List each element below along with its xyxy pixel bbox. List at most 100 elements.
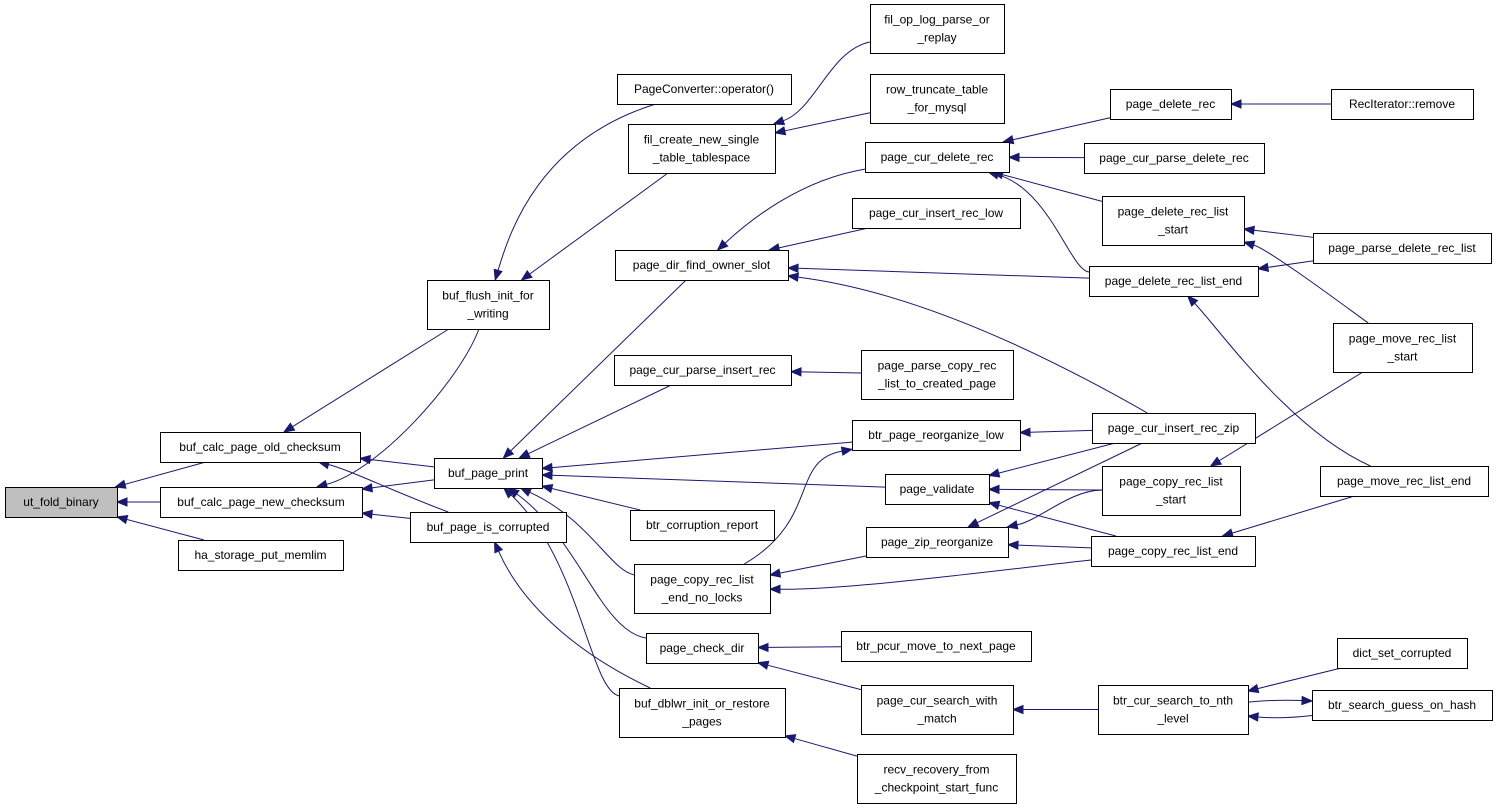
edge-buf_page_is_corrupted-to-buf_calc_page_old_checksum bbox=[328, 463, 449, 513]
node-box[interactable] bbox=[5, 487, 118, 518]
node-box[interactable] bbox=[852, 198, 1021, 229]
edge-page_dir_find_owner_slot-to-buf_page_print bbox=[510, 279, 687, 452]
node-dict-set-corrupted[interactable]: dict_set_corrupted bbox=[1337, 638, 1468, 669]
node-page-copy-rec-list-end[interactable]: page_copy_rec_list_end bbox=[1091, 536, 1256, 567]
node-page-validate[interactable]: page_validate bbox=[885, 474, 990, 505]
node-page-parse-delete-rec-list[interactable]: page_parse_delete_rec_list bbox=[1313, 233, 1492, 264]
arrowhead bbox=[987, 468, 1001, 478]
arrowhead bbox=[1229, 99, 1242, 109]
node-box[interactable] bbox=[1337, 638, 1468, 669]
node-box[interactable] bbox=[434, 458, 543, 489]
node-recv-recovery-from-checkpoint-start-func[interactable]: recv_recovery_from_checkpoint_start_func bbox=[857, 754, 1017, 804]
node-row-truncate-table-for-mysql[interactable]: row_truncate_table_for_mysql bbox=[870, 74, 1005, 124]
node-ut-fold-binary[interactable]: ut_fold_binary bbox=[5, 487, 118, 518]
node-page-cur-parse-insert-rec[interactable]: page_cur_parse_insert_rec bbox=[614, 355, 792, 386]
node-box[interactable] bbox=[634, 564, 771, 614]
node-box[interactable] bbox=[1312, 690, 1493, 721]
node-box[interactable] bbox=[861, 350, 1014, 400]
node-btr-page-reorganize-low[interactable]: btr_page_reorganize_low bbox=[852, 420, 1021, 451]
node-box[interactable] bbox=[1084, 143, 1265, 174]
node-box[interactable] bbox=[870, 4, 1005, 54]
node-page-delete-rec[interactable]: page_delete_rec bbox=[1110, 89, 1232, 120]
node-page-move-rec-list-end[interactable]: page_move_rec_list_end bbox=[1320, 466, 1489, 497]
arrowhead bbox=[1301, 695, 1314, 706]
node-box[interactable] bbox=[1092, 413, 1256, 444]
node-box[interactable] bbox=[628, 124, 776, 174]
edge-page_delete_rec-to-page_cur_delete_rec bbox=[1012, 117, 1111, 141]
node-fil-op-log-parse-or-replay[interactable]: fil_op_log_parse_or_replay bbox=[870, 4, 1005, 54]
edge-fil_op_log_parse_or_replay-to-fil_create_new_single_table_tablespace bbox=[783, 41, 871, 122]
node-buf-calc-page-old-checksum[interactable]: buf_calc_page_old_checksum bbox=[160, 432, 361, 463]
node-reciterator-remove[interactable]: RecIterator::remove bbox=[1331, 89, 1474, 120]
node-box[interactable] bbox=[1091, 536, 1256, 567]
arrowhead bbox=[987, 484, 1000, 495]
node-page-dir-find-owner-slot[interactable]: page_dir_find_owner_slot bbox=[615, 250, 789, 281]
node-box[interactable] bbox=[1102, 466, 1241, 516]
node-box[interactable] bbox=[857, 754, 1017, 804]
node-page-cur-delete-rec[interactable]: page_cur_delete_rec bbox=[865, 142, 1010, 173]
node-box[interactable] bbox=[866, 527, 1009, 558]
node-btr-pcur-move-to-next-page[interactable]: btr_pcur_move_to_next_page bbox=[841, 631, 1032, 662]
node-buf-dblwr-init-or-restore-pages[interactable]: buf_dblwr_init_or_restore_pages bbox=[619, 688, 786, 738]
node-box[interactable] bbox=[630, 510, 775, 541]
node-box[interactable] bbox=[615, 250, 789, 281]
arrowhead bbox=[1209, 456, 1223, 467]
node-btr-corruption-report[interactable]: btr_corruption_report bbox=[630, 510, 775, 541]
arrowhead bbox=[520, 269, 533, 281]
edge-buf_dblwr_init_or_restore_pages-to-buf_page_is_corrupted bbox=[498, 550, 651, 689]
node-box[interactable] bbox=[1333, 323, 1473, 373]
node-page-parse-copy-rec-list-to-created-page[interactable]: page_parse_copy_rec_list_to_created_page bbox=[861, 350, 1014, 400]
node-buf-calc-page-new-checksum[interactable]: buf_calc_page_new_checksum bbox=[160, 487, 363, 518]
node-ha-storage-put-memlim[interactable]: ha_storage_put_memlim bbox=[178, 540, 344, 571]
node-page-copy-rec-list-end-no-locks[interactable]: page_copy_rec_list_end_no_locks bbox=[634, 564, 771, 614]
node-box[interactable] bbox=[614, 355, 792, 386]
node-btr-search-guess-on-hash[interactable]: btr_search_guess_on_hash bbox=[1312, 690, 1493, 721]
node-fil-create-new-single-table-tablespace[interactable]: fil_create_new_single_table_tablespace bbox=[628, 124, 776, 174]
node-box[interactable] bbox=[852, 420, 1021, 451]
node-box[interactable] bbox=[160, 432, 361, 463]
node-box[interactable] bbox=[410, 512, 567, 543]
node-label: _table_tablespace bbox=[652, 151, 751, 165]
node-box[interactable] bbox=[646, 633, 759, 664]
node-buf-flush-init-for-writing[interactable]: buf_flush_init_for_writing bbox=[427, 280, 550, 330]
node-page-delete-rec-list-start[interactable]: page_delete_rec_list_start bbox=[1102, 196, 1245, 246]
arrowhead bbox=[768, 568, 782, 578]
node-label: _start bbox=[1155, 493, 1187, 507]
node-box[interactable] bbox=[617, 74, 792, 105]
node-page-delete-rec-list-end[interactable]: page_delete_rec_list_end bbox=[1089, 266, 1259, 297]
node-box[interactable] bbox=[885, 474, 990, 505]
arrowhead bbox=[1246, 683, 1260, 694]
node-pageconverter-operator[interactable]: PageConverter::operator() bbox=[617, 74, 792, 105]
arrowhead bbox=[502, 447, 515, 459]
node-box[interactable] bbox=[1098, 685, 1249, 735]
node-box[interactable] bbox=[427, 280, 550, 330]
node-box[interactable] bbox=[861, 685, 1014, 735]
node-box[interactable] bbox=[841, 631, 1032, 662]
node-box[interactable] bbox=[1320, 466, 1489, 497]
node-box[interactable] bbox=[1089, 266, 1259, 297]
node-box[interactable] bbox=[870, 74, 1005, 124]
node-label: _match bbox=[916, 712, 956, 726]
node-box[interactable] bbox=[1110, 89, 1232, 120]
node-page-cur-insert-rec-zip[interactable]: page_cur_insert_rec_zip bbox=[1092, 413, 1256, 444]
node-page-cur-search-with-match[interactable]: page_cur_search_with_match bbox=[861, 685, 1014, 735]
node-btr-cur-search-to-nth-level[interactable]: btr_cur_search_to_nth_level bbox=[1098, 685, 1249, 735]
node-box[interactable] bbox=[1313, 233, 1492, 264]
node-buf-page-is-corrupted[interactable]: buf_page_is_corrupted bbox=[410, 512, 567, 543]
node-page-cur-insert-rec-low[interactable]: page_cur_insert_rec_low bbox=[852, 198, 1021, 229]
node-page-move-rec-list-start[interactable]: page_move_rec_list_start bbox=[1333, 323, 1473, 373]
node-box[interactable] bbox=[865, 142, 1010, 173]
node-page-cur-parse-delete-rec[interactable]: page_cur_parse_delete_rec bbox=[1084, 143, 1265, 174]
node-box[interactable] bbox=[1331, 89, 1474, 120]
node-box[interactable] bbox=[1102, 196, 1245, 246]
node-page-zip-reorganize[interactable]: page_zip_reorganize bbox=[866, 527, 1009, 558]
node-box[interactable] bbox=[160, 487, 363, 518]
node-page-copy-rec-list-start[interactable]: page_copy_rec_list_start bbox=[1102, 466, 1241, 516]
node-box[interactable] bbox=[619, 688, 786, 738]
node-box[interactable] bbox=[178, 540, 344, 571]
node-label: page_move_rec_list bbox=[1349, 332, 1457, 346]
edge-page_delete_rec_list_end-to-page_dir_find_owner_slot bbox=[797, 267, 1090, 279]
node-buf-page-print[interactable]: buf_page_print bbox=[434, 458, 543, 489]
node-page-check-dir[interactable]: page_check_dir bbox=[646, 633, 759, 664]
